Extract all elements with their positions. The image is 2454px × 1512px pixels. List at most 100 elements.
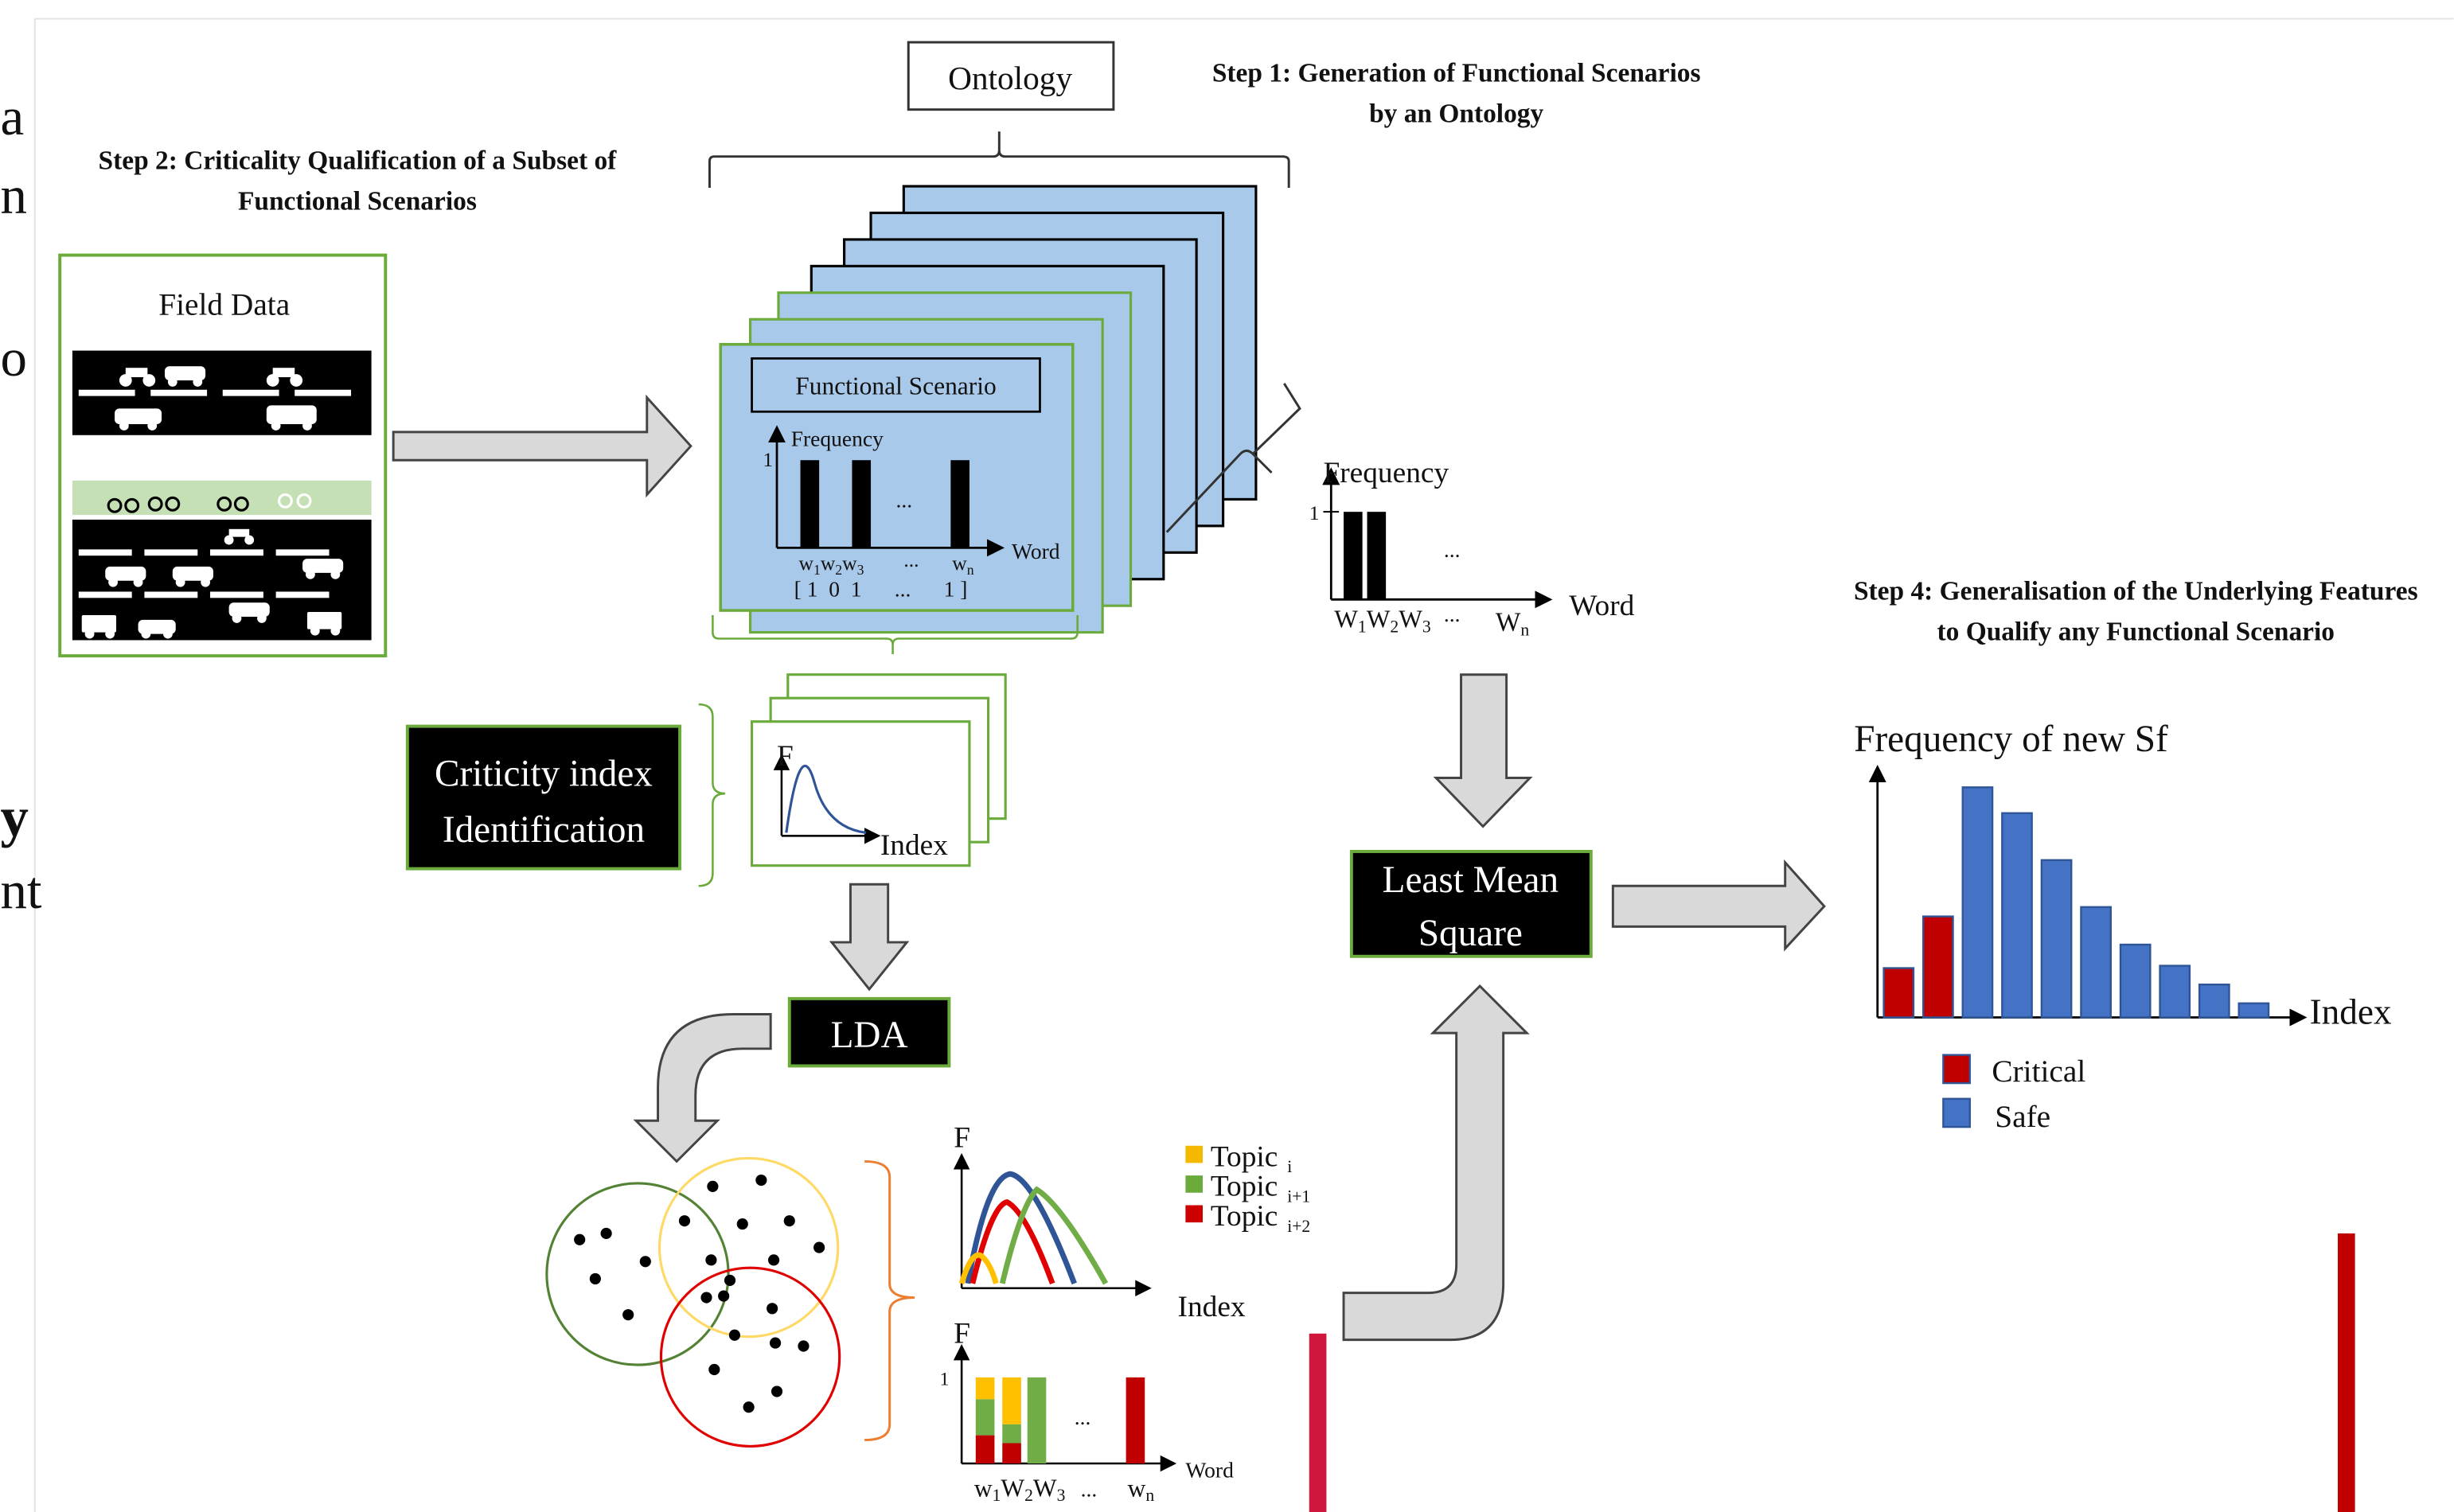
result-bar-4-safe	[2001, 812, 2033, 1019]
index-card-front	[750, 720, 971, 867]
index-curve	[785, 765, 867, 834]
index-y-label: F	[777, 740, 794, 773]
topic-word-n: wn	[1128, 1474, 1155, 1505]
topic-x-label: Index	[1178, 1291, 1246, 1323]
legend-label-safe: Safe	[1995, 1099, 2050, 1134]
step2-title-line1: Step 2: Criticality Qualification of a S…	[99, 146, 618, 175]
result-bar-1-critical	[1882, 967, 1915, 1019]
lms-line2: Square	[1418, 913, 1523, 954]
fs-y-label: Frequency	[791, 427, 884, 451]
step4-title-line2: to Qualify any Functional Scenario	[1937, 617, 2335, 646]
result-bar-2-critical	[1921, 915, 1954, 1019]
freq-bar-w2	[1367, 512, 1387, 600]
result-bar-3-safe	[1961, 786, 1994, 1019]
freq-tick-one: 1	[1309, 501, 1320, 524]
ontology-label: Ontology	[948, 60, 1072, 96]
step1-title-line2: by an Ontology	[1369, 99, 1543, 128]
fs-word-dots: ...	[903, 548, 919, 571]
arrow-freq-to-lms	[1433, 673, 1533, 828]
result-chart-title: Frequency of new Sf	[1854, 719, 2168, 760]
margin-fragment-a: a	[0, 88, 24, 146]
step4-title-line1: Step 4: Generalisation of the Underlying…	[1854, 576, 2418, 606]
margin-fragment-nt: nt	[0, 861, 41, 920]
bike-lane-cyclists	[107, 493, 312, 513]
stack-bottom-brace	[712, 614, 1079, 655]
result-bar-8-safe	[2159, 964, 2191, 1019]
fs-bar-w3	[852, 460, 872, 548]
topics-brace	[864, 1159, 915, 1441]
criticity-line2: Identification	[443, 809, 645, 851]
topic-curve-yellow	[958, 1252, 999, 1284]
red-edge-mark-right	[2337, 1233, 2355, 1512]
lda-label: LDA	[831, 1015, 908, 1056]
cluster-points	[574, 1174, 825, 1413]
lms-line1: Least Mean	[1383, 859, 1559, 901]
road-image-1-lane-marks	[78, 389, 352, 396]
freq-y-label: Frequency	[1323, 457, 1449, 489]
functional-scenario-title-box	[751, 357, 1041, 413]
cluster-red	[659, 1266, 841, 1448]
fs-tick-one: 1	[763, 448, 773, 471]
arrow-topics-to-lms	[1342, 984, 1530, 1342]
topic-curve-red	[970, 1198, 1055, 1285]
freq-x-label: Word	[1569, 590, 1634, 622]
step1-title-line1: Step 1: Generation of Functional Scenari…	[1212, 58, 1701, 88]
topic-legend-swatch-3	[1185, 1205, 1204, 1223]
step2-title-line2: Functional Scenarios	[238, 187, 477, 216]
topic-word-y-label: F	[954, 1318, 970, 1350]
result-x-label: Index	[2310, 992, 2392, 1031]
field-data-label: Field Data	[158, 286, 290, 321]
road-image-1-vehicles	[115, 366, 317, 431]
ontology-box	[907, 41, 1115, 111]
topic-legend-swatch-1	[1185, 1145, 1204, 1163]
freq-word-dots: ...	[1444, 602, 1461, 626]
result-bar-9-safe	[2198, 983, 2230, 1019]
index-x-label: Index	[880, 829, 948, 862]
margin-fragment-o: o	[0, 329, 26, 388]
arrow-field-to-scenarios	[392, 394, 693, 498]
fs-vector: [ 1 0 1 ... 1 ]	[794, 576, 968, 601]
lda-box	[787, 996, 951, 1068]
result-bar-5-safe	[2040, 859, 2073, 1019]
legend-swatch-safe	[1942, 1097, 1971, 1128]
topic-word-x-label: Word	[1185, 1458, 1234, 1483]
topic-word-ellipsis: ...	[1075, 1405, 1091, 1429]
cluster-green	[545, 1182, 730, 1366]
result-bars	[1882, 786, 2270, 1019]
result-bar-10-safe	[2237, 1002, 2270, 1019]
functional-scenario-title: Functional Scenario	[795, 372, 996, 400]
fs-bar-w1	[800, 460, 820, 548]
fs-word-labels: w1w2w3	[799, 551, 864, 578]
topic-word-labels: w1W2W3	[974, 1474, 1066, 1505]
criticity-line1: Criticity index	[435, 753, 653, 794]
fs-word-n: wn	[952, 551, 973, 578]
stack-right-brace	[1165, 383, 1301, 533]
topic-y-label: F	[954, 1122, 970, 1155]
margin-fragment-n: n	[0, 166, 26, 224]
topic-curve-blue	[965, 1171, 1077, 1285]
freq-bar-w1	[1344, 512, 1363, 600]
lms-box	[1349, 850, 1593, 958]
result-bar-7-safe	[2119, 943, 2152, 1019]
criticity-brace	[698, 703, 726, 887]
cluster-yellow	[657, 1156, 840, 1339]
topic-curve-green	[999, 1186, 1109, 1285]
topic-word-tick-one: 1	[940, 1370, 950, 1390]
road-image-2-lane-marks	[78, 549, 330, 598]
freq-ellipsis: ...	[1444, 537, 1461, 562]
arrow-to-lda	[829, 883, 910, 992]
topic-word-bars	[975, 1377, 1145, 1464]
topic-legend-swatch-2	[1185, 1175, 1204, 1193]
margin-fragment-y: y	[0, 786, 28, 848]
fs-ellipsis: ...	[896, 487, 913, 512]
fs-bar-wn	[950, 460, 970, 548]
topic-word-dots: ...	[1081, 1476, 1098, 1501]
red-edge-mark-left	[1309, 1333, 1327, 1512]
ontology-brace	[708, 131, 1290, 189]
legend-label-critical: Critical	[1992, 1054, 2085, 1089]
fs-x-label: Word	[1012, 539, 1060, 563]
